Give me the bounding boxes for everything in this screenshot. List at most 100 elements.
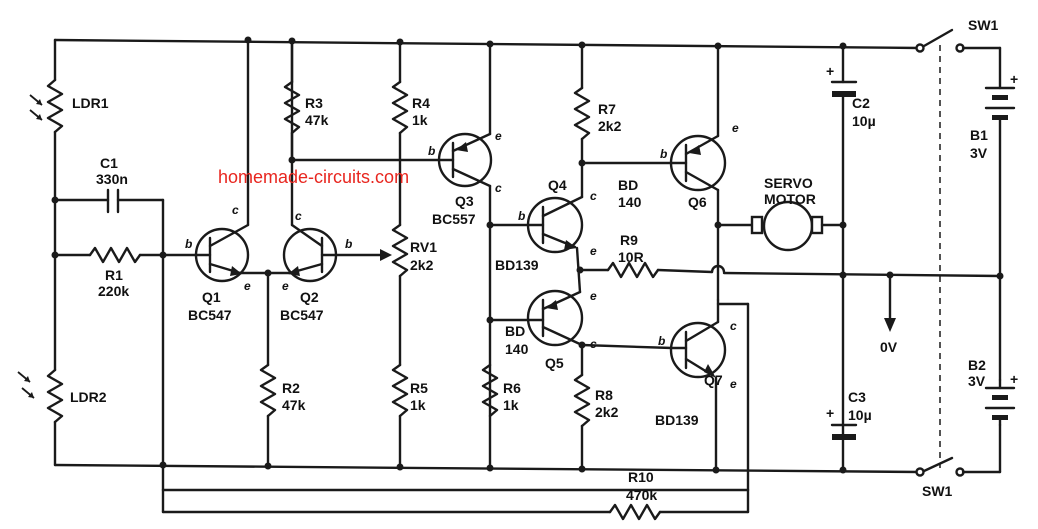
c1-label: C1 — [100, 155, 118, 171]
c3-capacitor — [830, 423, 858, 440]
ldr2-label: LDR2 — [70, 389, 107, 405]
sw1-top-switch — [915, 28, 1002, 90]
r10-value: 470k — [626, 487, 657, 503]
q2-pin-b: b — [345, 237, 352, 251]
r5-label: R5 — [410, 380, 428, 396]
q2-pin-c: c — [295, 209, 302, 223]
b1-plus: + — [1010, 71, 1018, 87]
r4-label: R4 — [412, 95, 430, 111]
r1-value: 220k — [98, 283, 129, 299]
r10-resistor — [161, 488, 750, 521]
r5-resistor — [391, 363, 409, 469]
q2-pin-e: e — [282, 279, 289, 293]
c2-label: C2 — [852, 95, 870, 111]
r4-resistor — [391, 40, 409, 227]
q3-transistor — [437, 42, 493, 470]
r4-value: 1k — [412, 112, 428, 128]
r2-resistor — [259, 271, 277, 468]
c2-plus: + — [826, 63, 834, 79]
q1-part: BC547 — [188, 307, 232, 323]
q5-label: Q5 — [545, 355, 564, 371]
q4-pin-e: e — [590, 244, 597, 258]
b2-battery — [984, 378, 1016, 427]
q4-pin-b: b — [518, 209, 525, 223]
q6-part-a: BD — [618, 177, 638, 193]
r2-value: 47k — [282, 397, 306, 413]
r7-label: R7 — [598, 101, 616, 117]
r6-label: R6 — [503, 380, 521, 396]
r3-value: 47k — [305, 112, 329, 128]
q7-pin-c: c — [730, 319, 737, 333]
q3-pin-e: e — [495, 129, 502, 143]
q6-transistor — [669, 44, 727, 302]
r6-value: 1k — [503, 397, 519, 413]
sw1-bottom-label: SW1 — [922, 483, 953, 499]
q7-label: Q7 — [704, 372, 723, 388]
r8-label: R8 — [595, 387, 613, 403]
q1-label: Q1 — [202, 289, 221, 305]
q7-part: BD139 — [655, 412, 699, 428]
q1-pin-e: e — [244, 279, 251, 293]
servo-motor — [716, 200, 845, 252]
feedback-wire — [161, 302, 750, 492]
r3-label: R3 — [305, 95, 323, 111]
q6-pin-b: b — [660, 147, 667, 161]
r9-value: 10R — [618, 249, 644, 265]
q2-label: Q2 — [300, 289, 319, 305]
r8-value: 2k2 — [595, 404, 619, 420]
q3-part: BC557 — [432, 211, 476, 227]
ldr2 — [17, 253, 64, 467]
r8-resistor — [573, 343, 591, 471]
c2-value: 10µ — [852, 113, 876, 129]
q6-part-b: 140 — [618, 194, 642, 210]
ldr1 — [29, 38, 64, 202]
r1-resistor — [53, 246, 197, 264]
q3-pin-b: b — [428, 144, 435, 158]
ldr1-label: LDR1 — [72, 95, 109, 111]
q6-pin-e: e — [732, 121, 739, 135]
rv1-value: 2k2 — [410, 257, 434, 273]
q3-pin-c: c — [495, 181, 502, 195]
b1-label: B1 — [970, 127, 988, 143]
rv1-label: RV1 — [410, 239, 437, 255]
r2-label: R2 — [282, 380, 300, 396]
sw1-bottom-switch — [915, 423, 1002, 477]
r10-label: R10 — [628, 469, 654, 485]
c3-value: 10µ — [848, 407, 872, 423]
sw1-top-label: SW1 — [968, 17, 999, 33]
q5-part-b: 140 — [505, 341, 529, 357]
b2-value: 3V — [968, 373, 986, 389]
q1-pin-c: c — [232, 203, 239, 217]
rv1-potentiometer — [380, 223, 409, 367]
r9-resistor — [578, 261, 1002, 279]
r7-resistor — [573, 43, 591, 199]
r1-label: R1 — [105, 267, 123, 283]
r6-resistor — [481, 363, 499, 418]
zero-volt-label: 0V — [880, 339, 898, 355]
servo-label-b: MOTOR — [764, 191, 816, 207]
q5-pin-c: c — [590, 337, 597, 351]
q4-transistor — [488, 195, 584, 254]
c1-value: 330n — [96, 171, 128, 187]
c1-capacitor — [53, 188, 165, 467]
r9-label: R9 — [620, 232, 638, 248]
b1-battery — [984, 86, 1016, 382]
q7-transistor — [669, 298, 727, 472]
q5-transistor — [488, 289, 584, 347]
q5-part-a: BD — [505, 323, 525, 339]
q4-pin-c: c — [590, 189, 597, 203]
q6-label: Q6 — [688, 194, 707, 210]
q4-label: Q4 — [548, 177, 567, 193]
c2-capacitor — [830, 44, 858, 472]
q7-pin-e: e — [730, 377, 737, 391]
servo-label-a: SERVO — [764, 175, 813, 191]
q3-label: Q3 — [455, 193, 474, 209]
q1-pin-b: b — [185, 237, 192, 251]
r5-value: 1k — [410, 397, 426, 413]
q4-part: BD139 — [495, 257, 539, 273]
watermark: homemade-circuits.com — [218, 167, 409, 187]
q1-transistor — [193, 38, 270, 283]
c3-plus: + — [826, 405, 834, 421]
